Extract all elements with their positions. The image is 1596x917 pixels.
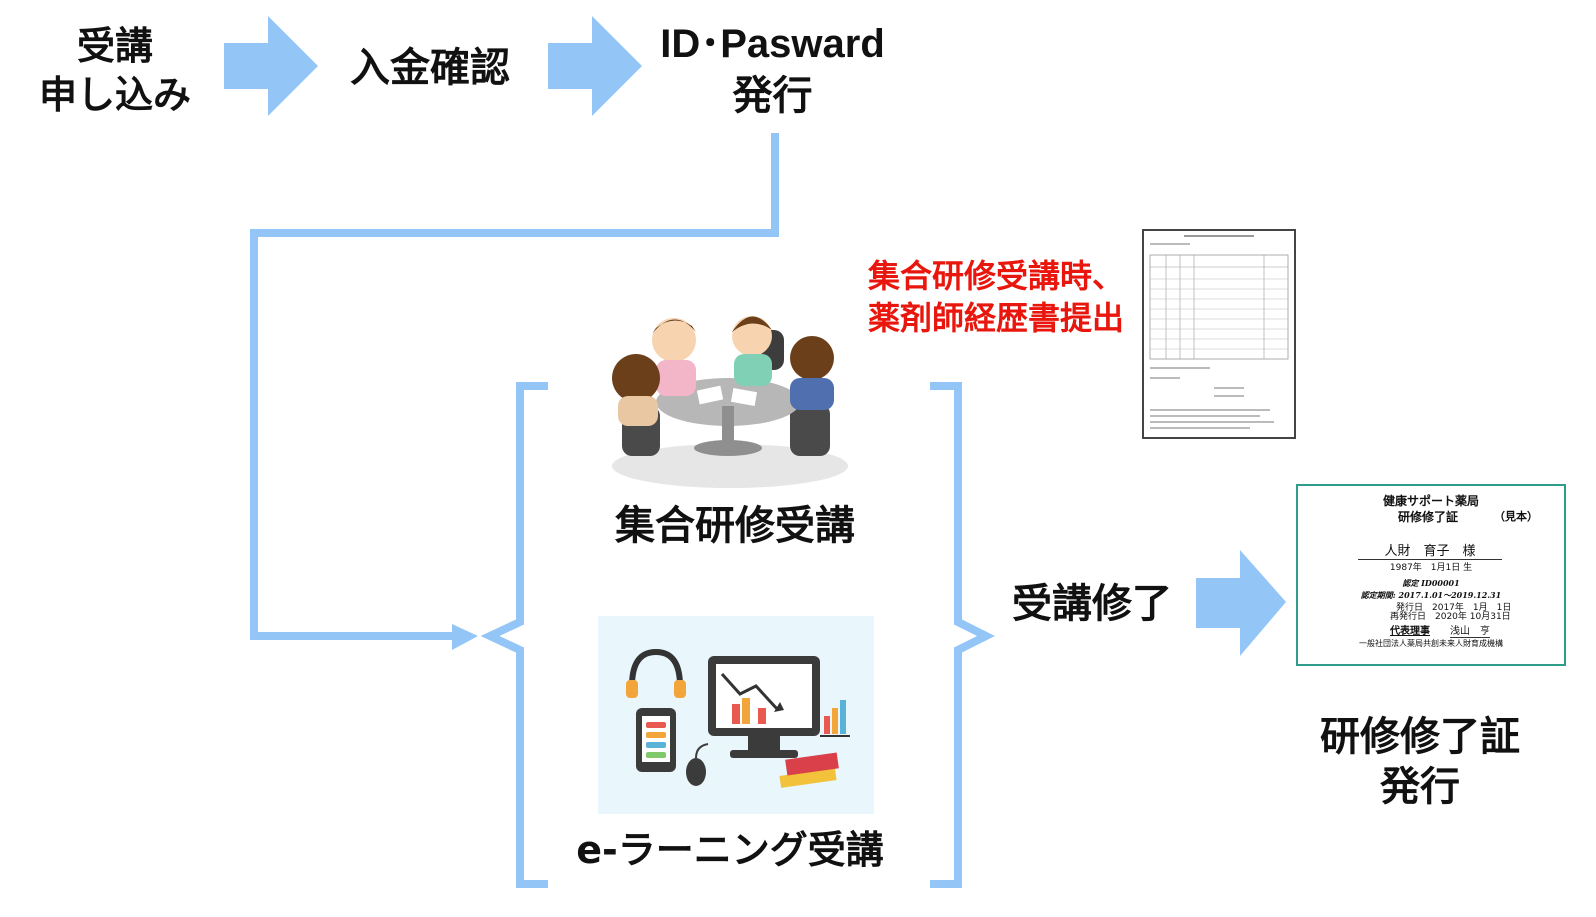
cert-period-label: 認定期間 <box>1360 590 1393 600</box>
certificate-issue: 研修修了証 発行 <box>1300 712 1540 812</box>
resume-document-icon <box>1149 235 1289 429</box>
certificate-sample: 健康サポート薬局 研修修了証 （見本） 人財 育子 様 1987年 1月1日 生… <box>1296 484 1566 666</box>
step-apply-line1: 受講 <box>76 24 153 68</box>
cert-rep-label: 代表理事 <box>1390 626 1430 637</box>
right-bracket <box>930 382 995 888</box>
cert-issuer: 一般社団法人薬局共創未来人財育成機構 <box>1359 639 1503 648</box>
cert-title: 研修修了証 <box>1398 510 1459 524</box>
resume-document-thumbnail <box>1142 229 1296 439</box>
step-apply-line2: 申し込み <box>38 73 191 118</box>
arrow-right-3 <box>1196 550 1286 656</box>
arrow-right-2 <box>548 16 642 116</box>
completion-label: 受講修了 <box>1012 581 1172 627</box>
arrow-right-1 <box>224 16 318 116</box>
notice-line1: 集合研修受講時、 <box>867 257 1124 295</box>
notice-line2: 薬剤師経歴書提出 <box>867 298 1124 337</box>
cert-rep-name: 浅山 亨 <box>1450 622 1490 638</box>
elearning-icon <box>626 648 850 788</box>
connector-arrowhead <box>452 624 478 650</box>
left-bracket <box>480 382 548 888</box>
option-group-training: 集合研修受講 <box>615 503 855 549</box>
cert-org-title: 健康サポート薬局 <box>1382 494 1479 508</box>
cert-period: 認定期間: 2017.1.01～2019.12.31 <box>1360 590 1502 600</box>
certificate-issue-line1: 研修修了証 <box>1320 714 1520 760</box>
connector-line <box>250 133 779 640</box>
step-credentials-line2: 発行 <box>732 73 813 119</box>
cert-birth: 1987年 1月1日 生 <box>1389 563 1473 573</box>
option-elearning: e-ラーニング受講 <box>576 828 884 872</box>
cert-recipient: 人財 育子 様 <box>1358 540 1502 560</box>
cert-sample-mark: （見本） <box>1494 510 1538 523</box>
step-apply: 受講 申し込み <box>30 22 200 121</box>
cert-period-value: 2017.1.01～2019.12.31 <box>1398 590 1502 600</box>
certificate-issue-line2: 発行 <box>1380 764 1460 810</box>
elearning-illustration <box>598 616 874 814</box>
cert-number-label: 認定 <box>1402 578 1419 588</box>
step-payment: 入金確認 <box>350 45 510 91</box>
submission-notice: 集合研修受講時、 薬剤師経歴書提出 <box>856 256 1136 339</box>
cert-issued: 発行日 2017年 1月 1日 <box>1396 603 1512 613</box>
cert-number-value: ID00001 <box>1421 578 1460 588</box>
meeting-illustration <box>612 316 848 488</box>
cert-reissued: 再発行日 2020年 10月31日 <box>1390 612 1511 622</box>
step-credentials: ID･Pasward 発行 <box>660 18 885 122</box>
cert-number: 認定 ID00001 <box>1298 578 1564 589</box>
step-credentials-line1: ID･Pasward <box>660 22 885 66</box>
